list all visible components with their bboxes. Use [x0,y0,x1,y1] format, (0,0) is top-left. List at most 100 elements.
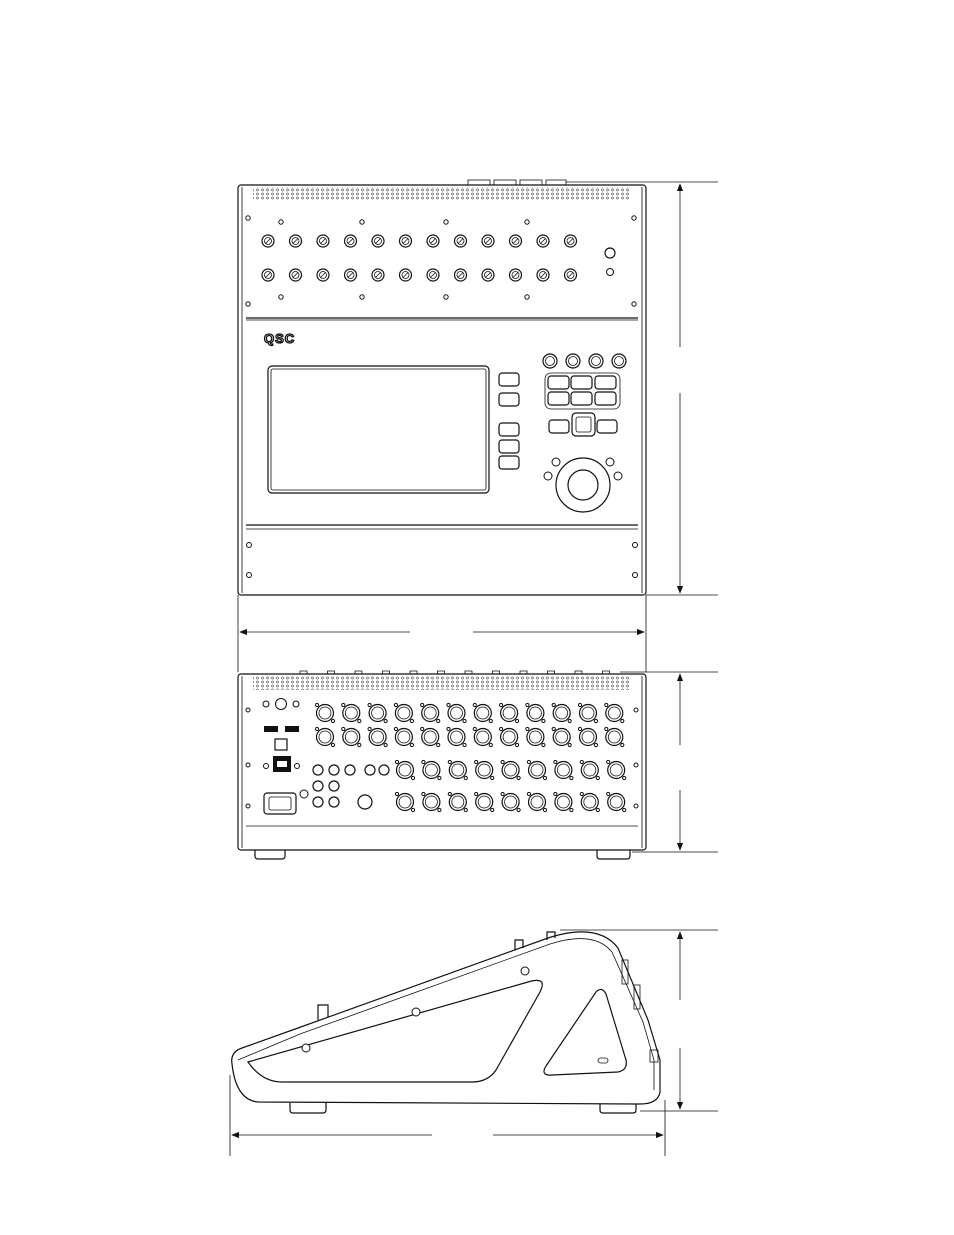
trs-jack[interactable] [313,781,323,791]
xlr-input[interactable] [578,703,597,722]
xlr-input[interactable] [605,727,624,746]
xlr-output[interactable] [475,792,494,811]
function-button[interactable] [548,392,569,405]
nav-button[interactable] [597,420,617,433]
xlr-input[interactable] [447,727,466,746]
screw [632,216,636,220]
xlr-output[interactable] [527,792,546,811]
side-cutout [248,980,542,1082]
gain-knob[interactable] [455,235,467,247]
xlr-output[interactable] [554,792,573,811]
xlr-input[interactable] [394,703,413,722]
xlr-input[interactable] [368,703,387,722]
trs-jack[interactable] [329,765,339,775]
gain-knob[interactable] [317,269,329,281]
xlr-output[interactable] [448,792,467,811]
function-button[interactable] [595,392,616,405]
side-button[interactable] [499,393,519,406]
gain-knob[interactable] [427,269,439,281]
xlr-input[interactable] [500,727,519,746]
xlr-output[interactable] [554,760,573,779]
xlr-output[interactable] [607,792,626,811]
xlr-output[interactable] [580,792,599,811]
side-button[interactable] [499,456,519,469]
gain-knob[interactable] [345,269,357,281]
gain-knob[interactable] [455,269,467,281]
side-button[interactable] [499,423,519,436]
xlr-input[interactable] [421,727,440,746]
trs-jack[interactable] [379,765,389,775]
xlr-input[interactable] [342,727,361,746]
gain-knob[interactable] [482,269,494,281]
trs-jack[interactable] [345,765,355,775]
xlr-output[interactable] [501,792,520,811]
xlr-input[interactable] [500,703,519,722]
gain-knob[interactable] [345,235,357,247]
xlr-input[interactable] [473,727,492,746]
xlr-input[interactable] [578,727,597,746]
xlr-input[interactable] [315,703,334,722]
trs-jack[interactable] [329,797,339,807]
gain-knob[interactable] [262,269,274,281]
headphone-jack [605,248,615,258]
xlr-input[interactable] [526,703,545,722]
gain-knob[interactable] [427,235,439,247]
touchscreen[interactable] [268,366,489,493]
gain-knob[interactable] [290,269,302,281]
nav-buttons [549,413,617,436]
usb-b-port [275,739,287,750]
gain-knob[interactable] [262,235,274,247]
jog-wheel[interactable] [544,458,622,512]
trs-jack[interactable] [365,765,375,775]
function-button[interactable] [571,392,592,405]
xlr-input[interactable] [526,727,545,746]
gain-knob[interactable] [565,235,577,247]
xlr-output[interactable] [395,792,414,811]
xlr-input[interactable] [342,703,361,722]
gain-knob[interactable] [372,235,384,247]
gain-knob[interactable] [400,269,412,281]
side-button[interactable] [499,373,519,386]
gain-knob[interactable] [510,269,522,281]
xlr-output[interactable] [448,760,467,779]
xlr-output[interactable] [527,760,546,779]
xlr-input[interactable] [368,727,387,746]
xlr-output[interactable] [475,760,494,779]
gain-knob[interactable] [537,235,549,247]
trs-jacks [313,765,389,807]
xlr-output[interactable] [422,760,441,779]
gain-knob[interactable] [482,235,494,247]
xlr-output[interactable] [580,760,599,779]
xlr-input[interactable] [394,727,413,746]
gain-knob[interactable] [510,235,522,247]
xlr-input[interactable] [552,703,571,722]
xlr-output[interactable] [422,792,441,811]
side-button[interactable] [499,440,519,453]
xlr-output[interactable] [395,760,414,779]
gain-knob[interactable] [290,235,302,247]
xlr-input[interactable] [605,703,624,722]
xlr-input[interactable] [447,703,466,722]
trs-jack[interactable] [313,797,323,807]
xlr-input[interactable] [552,727,571,746]
trs-jack[interactable] [313,765,323,775]
xlr-input[interactable] [421,703,440,722]
xlr-input[interactable] [473,703,492,722]
gain-knob[interactable] [317,235,329,247]
xlr-output[interactable] [607,760,626,779]
function-button[interactable] [571,376,592,389]
gain-knob[interactable] [537,269,549,281]
gain-knob[interactable] [565,269,577,281]
screw [279,295,283,299]
xlr-output[interactable] [501,760,520,779]
xlr-input[interactable] [315,727,334,746]
nav-button[interactable] [549,420,569,433]
gain-knob[interactable] [372,269,384,281]
function-button[interactable] [548,376,569,389]
trs-jack[interactable] [329,781,339,791]
gain-knobs [262,235,577,281]
function-button[interactable] [595,376,616,389]
nav-button-center[interactable] [572,413,595,436]
gain-knob[interactable] [400,235,412,247]
vent-grille [253,676,631,690]
